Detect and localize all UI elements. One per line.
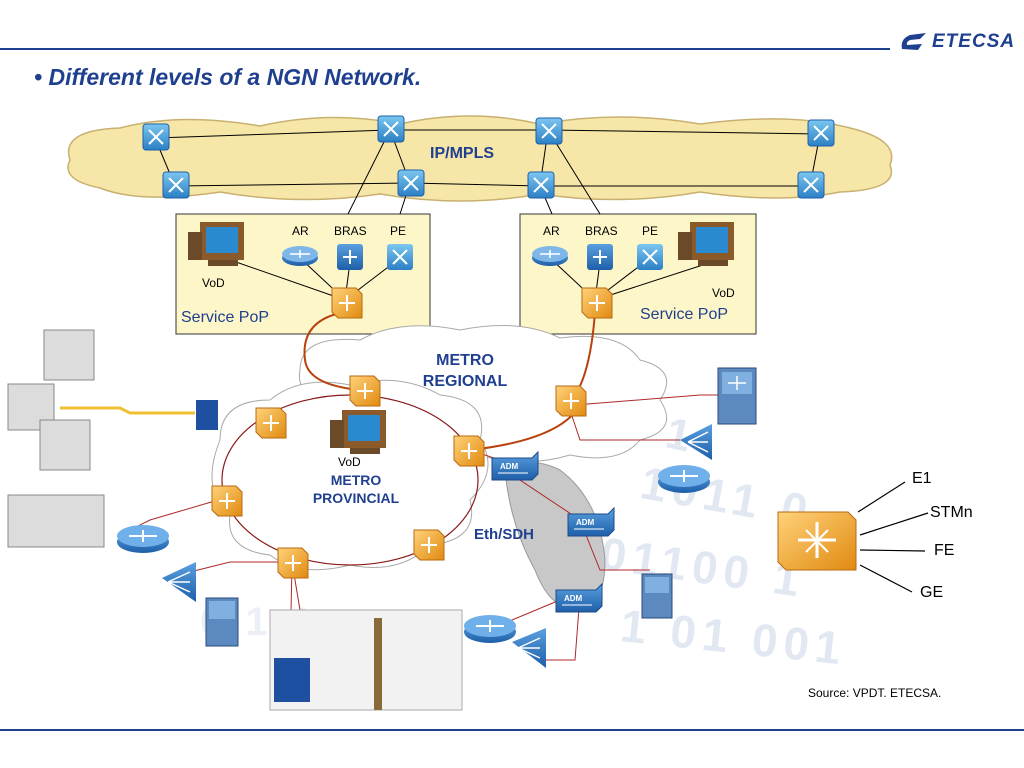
pe-label-left: PE — [390, 224, 407, 238]
port-fe-label: FE — [934, 542, 955, 559]
metro-switch-icon — [277, 547, 309, 579]
core-router-icon — [535, 117, 563, 145]
core-router-icon — [142, 123, 170, 151]
pe-label-right: PE — [642, 224, 659, 238]
service-pop-right-label: Service PoP — [640, 306, 729, 323]
bras-left — [337, 244, 363, 270]
vod-label-right: VoD — [712, 286, 735, 300]
source-note: Source: VPDT. ETECSA. — [808, 686, 942, 700]
server-left — [205, 597, 239, 647]
header-rule — [0, 48, 890, 50]
pe-right — [637, 244, 663, 270]
wedge-router-left — [162, 562, 196, 602]
footer-rule — [0, 729, 1024, 731]
router-left-disc — [117, 525, 169, 553]
multiservice-switch — [777, 511, 857, 571]
metro-switch-icon — [211, 485, 243, 517]
metro-switch-icon — [581, 287, 613, 319]
core-router-icon — [797, 171, 825, 199]
etecsa-logo: ETECSA — [898, 28, 1018, 56]
etecsa-logo-icon — [901, 33, 926, 50]
port-ge-label: GE — [920, 584, 944, 601]
uplink-left — [303, 311, 361, 391]
eth-sdh-label: Eth/SDH — [474, 526, 534, 543]
core-router-icon — [397, 169, 425, 197]
metro-switch-icon — [255, 407, 287, 439]
adm-label: ADM — [576, 518, 595, 527]
service-pop-left-label: Service PoP — [181, 309, 270, 326]
server-right-bottom — [641, 573, 673, 619]
switch-port-arrows — [857, 481, 929, 593]
ar-router-right — [532, 246, 568, 266]
ar-label-right: AR — [543, 224, 560, 238]
wedge-router-right — [680, 424, 712, 460]
vod-computer-provincial — [330, 410, 386, 454]
ar-label-left: AR — [292, 224, 309, 238]
cabinet-photos — [7, 329, 463, 711]
metro-switch-icon — [413, 529, 445, 561]
adm-label: ADM — [500, 462, 519, 471]
metro-switch-icon — [453, 435, 485, 467]
router-bottom-disc — [464, 615, 516, 643]
metro-switch-icon — [331, 287, 363, 319]
adm-label: ADM — [564, 594, 583, 603]
vod-label-provincial: VoD — [338, 455, 361, 469]
core-router-icon — [527, 171, 555, 199]
core-router-icon — [162, 171, 190, 199]
core-router-icon — [807, 119, 835, 147]
vod-label-left: VoD — [202, 276, 225, 290]
metro-regional-label: METRO REGIONAL — [422, 352, 508, 390]
adm-icon: ADM — [491, 450, 539, 481]
page-title: • Different levels of a NGN Network. — [34, 64, 422, 90]
metro-switch-icon — [555, 385, 587, 417]
router-right-disc — [658, 465, 710, 493]
server-right-top — [717, 367, 757, 425]
adm-icon: ADM — [555, 582, 603, 613]
bras-right — [587, 244, 613, 270]
core-router-icon — [377, 115, 405, 143]
adm-icon: ADM — [567, 506, 615, 537]
port-e1-label: E1 — [912, 470, 932, 487]
logo-text: ETECSA — [932, 31, 1016, 52]
bras-label-left: BRAS — [334, 224, 367, 238]
ip-mpls-cloud — [67, 115, 893, 202]
pe-left — [387, 244, 413, 270]
ip-mpls-label: IP/MPLS — [430, 145, 495, 162]
port-stmn-label: STMn — [930, 504, 973, 521]
title-text: Different levels of a NGN Network. — [48, 64, 422, 90]
vod-computer-left — [188, 222, 244, 266]
ar-router-left — [282, 246, 318, 266]
bras-label-right: BRAS — [585, 224, 618, 238]
wedge-router-bottom — [512, 628, 546, 668]
vod-computer-right — [678, 222, 734, 266]
metro-switch-icon — [349, 375, 381, 407]
metro-provincial-label: METRO PROVINCIAL — [312, 472, 400, 506]
